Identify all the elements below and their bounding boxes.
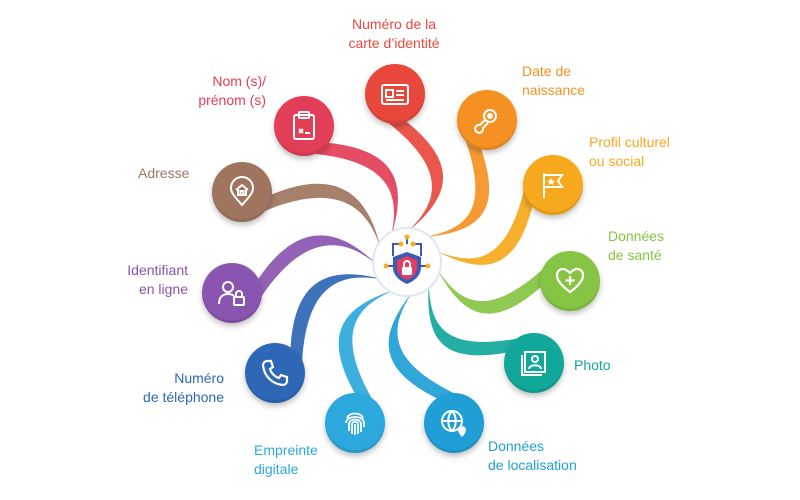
id-card-icon <box>381 84 409 105</box>
ribbon-naissance <box>420 139 490 238</box>
user-lock-icon <box>218 281 245 306</box>
ribbon-telephone <box>290 274 386 362</box>
ribbon-localisation <box>388 288 455 399</box>
ribbon-nom <box>313 142 398 240</box>
ribbon-culturel <box>431 190 533 265</box>
label-photo: Photo <box>574 357 611 373</box>
flag-icon <box>543 173 564 198</box>
node-photo <box>504 333 564 393</box>
globe-pin-icon <box>441 410 466 437</box>
central-hub <box>371 226 443 298</box>
phone-icon <box>261 359 289 387</box>
node-nom <box>274 96 334 156</box>
clipboard-icon <box>293 111 315 140</box>
node-telephone <box>245 343 305 403</box>
node-carte <box>365 64 425 124</box>
node-adresse <box>212 162 272 222</box>
ribbon-empreinte <box>338 288 399 400</box>
ribbon-carte <box>388 121 444 235</box>
fingerprint-icon <box>345 412 365 435</box>
node-identifiant <box>202 263 262 323</box>
label-nom: Nom (s)/prénom (s) <box>198 73 266 108</box>
node-localisation <box>424 393 484 453</box>
node-empreinte <box>325 393 385 453</box>
shield-lock-icon <box>372 227 442 297</box>
ribbon-adresse <box>264 183 382 252</box>
pacifier-icon <box>474 109 497 134</box>
ribbon-photo <box>428 279 518 356</box>
ribbon-identifiant <box>258 235 380 297</box>
home-pin-icon <box>229 176 255 207</box>
heart-plus-icon <box>555 267 585 294</box>
ribbon-sante <box>434 265 544 314</box>
photo-icon <box>521 351 546 376</box>
node-naissance <box>457 90 517 150</box>
node-culturel <box>523 155 583 215</box>
label-adresse: Adresse <box>138 165 190 181</box>
node-sante <box>540 251 600 311</box>
